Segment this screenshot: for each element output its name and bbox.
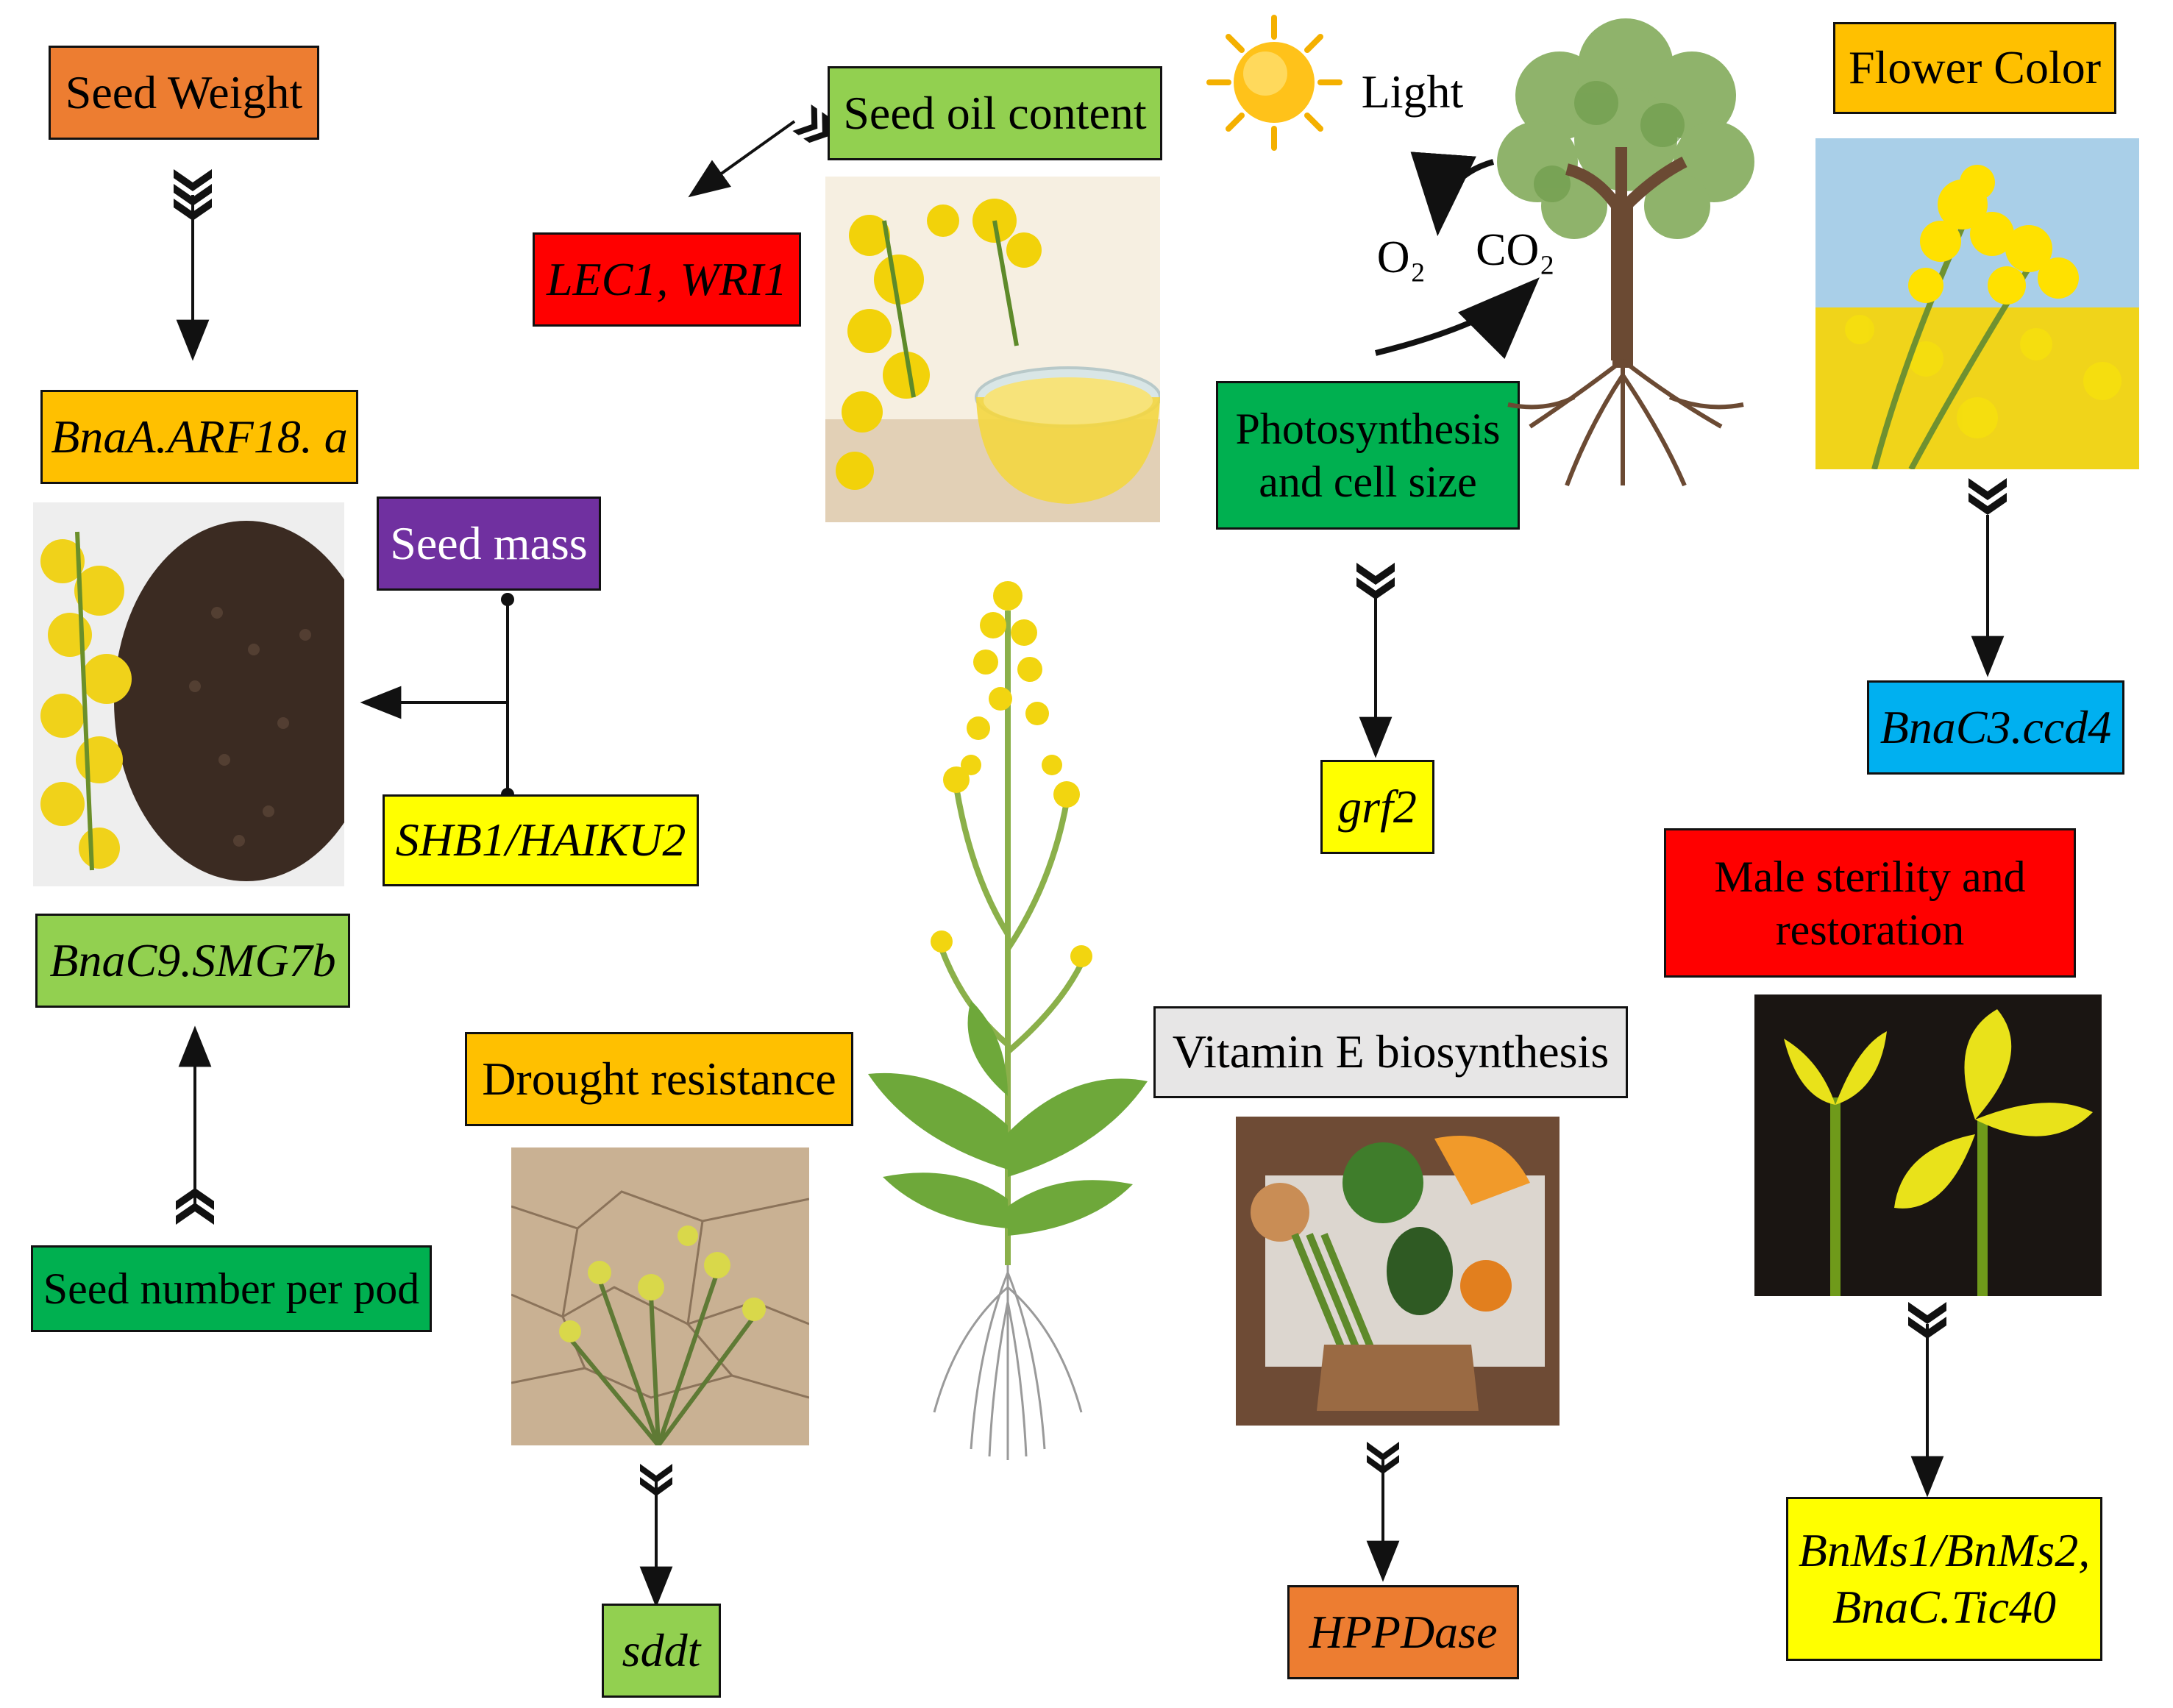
rapeseed-plant-illustration	[853, 566, 1162, 1464]
o2-text: O₂	[1376, 232, 1426, 282]
light-label: Light	[1354, 59, 1471, 125]
gene-lec1-box: LEC1, WRI1	[533, 232, 801, 327]
fletching-drought	[640, 1464, 672, 1496]
gene-lec1-label: LEC1, WRI1	[546, 252, 788, 305]
drought-resistance-box: Drought resistance	[465, 1032, 853, 1126]
tree-illustration	[1486, 15, 1762, 500]
vitamin-e-box: Vitamin E biosynthesis	[1153, 1006, 1628, 1098]
gene-ccd4-label: BnaC3.ccd4	[1879, 700, 2112, 753]
fletching-flower-color	[1968, 478, 2007, 515]
co2-label: CO₂	[1468, 221, 1563, 280]
gene-shb1-box: SHB1/HAIKU2	[383, 794, 699, 886]
gene-arf18-label: BnaA.ARF18. a	[51, 410, 348, 463]
gene-shb1-label: SHB1/HAIKU2	[395, 814, 686, 867]
seed-oil-photo	[825, 177, 1160, 522]
seed-oil-content-label: Seed oil content	[843, 86, 1147, 139]
connector-dot-top	[501, 593, 514, 606]
seed-number-box: Seed number per pod	[31, 1245, 432, 1332]
seed-oil-content-box: Seed oil content	[828, 66, 1162, 160]
flower-color-photo	[1815, 138, 2139, 469]
male-sterility-label-line1: Male sterility and	[1714, 852, 2026, 901]
fletching-seed-oil	[792, 104, 829, 143]
fletching-vitamin-e	[1367, 1442, 1399, 1474]
gene-sddt-label: sddt	[622, 1623, 701, 1676]
seed-mass-label: Seed mass	[390, 516, 588, 569]
photosynthesis-box: Photosynthesis and cell size	[1216, 381, 1520, 530]
male-sterility-box: Male sterility and restoration	[1664, 828, 2076, 978]
male-sterility-photo	[1754, 994, 2102, 1296]
gene-ccd4-box: BnaC3.ccd4	[1867, 680, 2124, 775]
arrow-seed-oil	[688, 120, 796, 198]
gene-sddt-box: sddt	[602, 1604, 721, 1698]
fletching-photosynthesis	[1356, 563, 1395, 599]
seed-weight-label: Seed Weight	[65, 65, 303, 118]
gene-hppdase-box: HPPDase	[1287, 1585, 1519, 1679]
gene-bnms-box: BnMs1/BnMs2, BnaC.Tic40	[1786, 1497, 2102, 1661]
light-text: Light	[1361, 65, 1464, 118]
gene-grf2-box: grf2	[1320, 760, 1434, 854]
seeds-photo	[33, 502, 344, 886]
o2-label: O₂	[1368, 228, 1434, 287]
vitamin-e-label: Vitamin E biosynthesis	[1172, 1025, 1610, 1078]
photosynthesis-label-line1: Photosynthesis	[1235, 405, 1501, 453]
sun-illustration	[1206, 15, 1342, 151]
gene-bnms-label-line2: BnaC.Tic40	[1832, 1580, 2057, 1633]
gene-smg7b-label: BnaC9.SMG7b	[49, 933, 336, 986]
seed-mass-box: Seed mass	[377, 497, 601, 591]
seed-weight-box: Seed Weight	[49, 46, 319, 140]
gene-smg7b-box: BnaC9.SMG7b	[35, 914, 350, 1008]
male-sterility-label-line2: restoration	[1775, 905, 1965, 954]
flower-color-label: Flower Color	[1848, 41, 2102, 94]
gene-grf2-label: grf2	[1338, 780, 1417, 833]
vitamin-e-photo	[1236, 1117, 1559, 1426]
gene-hppdase-label: HPPDase	[1309, 1605, 1498, 1658]
flower-color-box: Flower Color	[1833, 22, 2116, 114]
photosynthesis-label-line2: and cell size	[1259, 458, 1477, 506]
co2-text: CO₂	[1476, 224, 1555, 275]
gene-arf18-box: BnaA.ARF18. a	[40, 390, 358, 484]
drought-photo	[511, 1147, 809, 1445]
arrow-fletchings	[174, 104, 2007, 1496]
gene-bnms-label-line1: BnMs1/BnMs2,	[1798, 1523, 2091, 1576]
fletching-male-sterility	[1908, 1302, 1946, 1339]
fletching-seed-number	[176, 1188, 214, 1225]
fletching-seed-weight	[174, 169, 212, 221]
drought-resistance-label: Drought resistance	[482, 1052, 836, 1105]
seed-number-label: Seed number per pod	[43, 1264, 420, 1313]
